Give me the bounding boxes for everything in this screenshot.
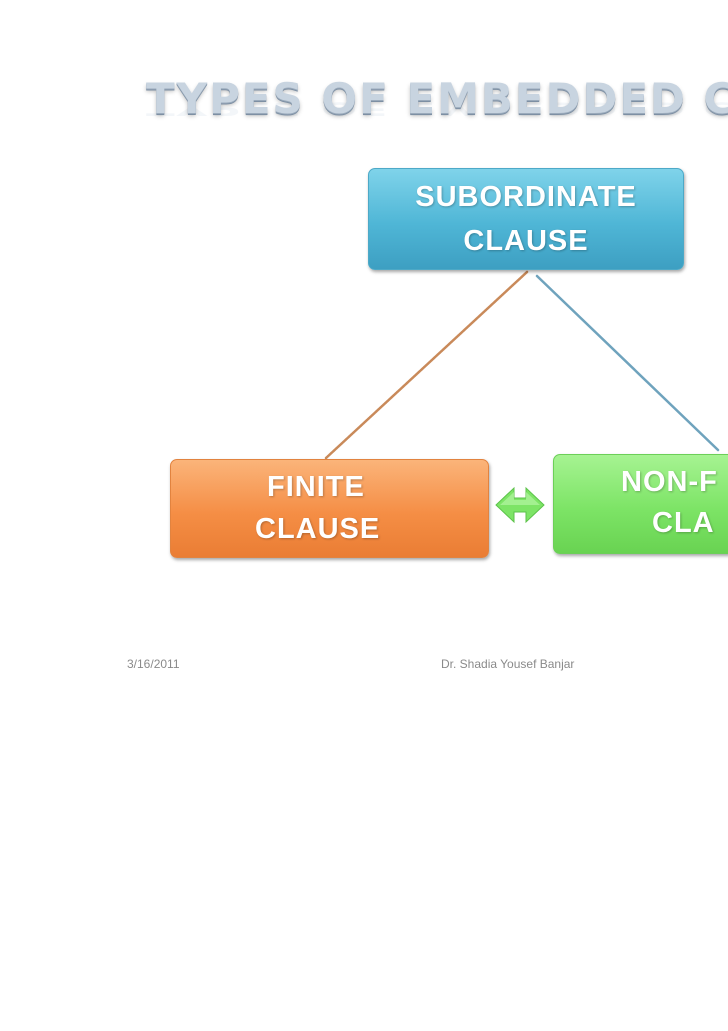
connector-sub-to-finite	[324, 270, 529, 460]
node-subordinate-line2: CLAUSE	[463, 225, 589, 257]
slide-title: TYPES OF EMBEDDED C	[146, 74, 728, 123]
node-finite-line1: FINITE	[267, 471, 365, 503]
node-nonfinite-clause: NON-F CLA	[553, 454, 728, 554]
footer-date: 3/16/2011	[127, 657, 180, 671]
node-finite-line2: CLAUSE	[255, 513, 381, 545]
footer-author: Dr. Shadia Yousef Banjar	[441, 657, 575, 671]
node-finite-clause: FINITE CLAUSE	[170, 459, 489, 558]
node-nonfinite-line2: CLA	[652, 507, 715, 539]
connector-lines	[324, 270, 720, 524]
double-arrow-icon	[495, 486, 545, 524]
connector-sub-to-nonfinite	[535, 274, 720, 452]
node-subordinate-line1: SUBORDINATE	[415, 181, 637, 213]
slide: TYPES OF EMBEDDED C TYPES OF EMBEDDED C …	[127, 74, 728, 671]
node-nonfinite-line1: NON-F	[621, 466, 718, 498]
node-subordinate-clause: SUBORDINATE CLAUSE	[368, 168, 684, 270]
